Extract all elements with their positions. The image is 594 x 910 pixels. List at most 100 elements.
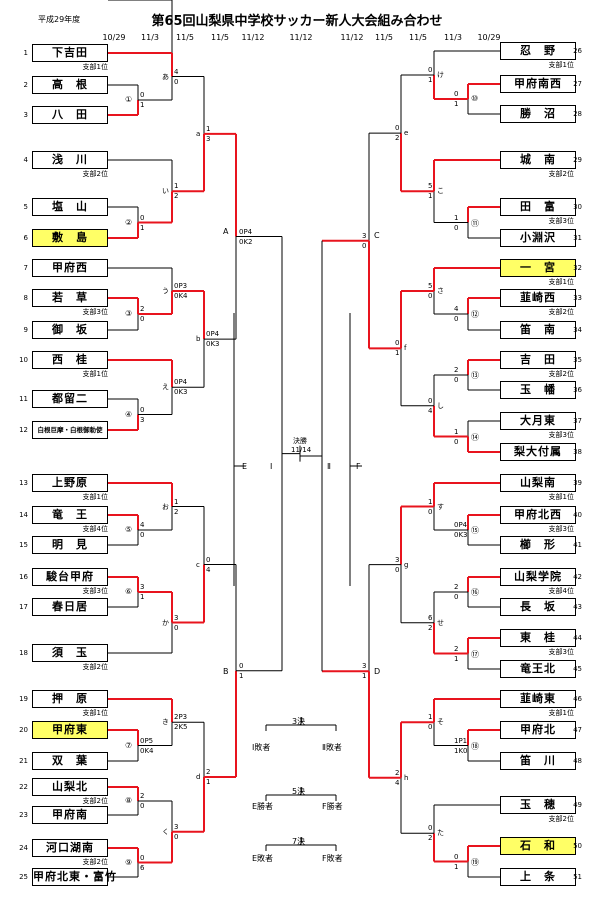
score: 1 — [174, 497, 179, 506]
team-number: 36 — [573, 386, 582, 394]
team-number: 30 — [573, 203, 582, 211]
match-number: ⑱ — [471, 741, 479, 751]
team-number: 46 — [573, 695, 582, 703]
team-box: 浅 川 — [32, 151, 108, 169]
score: 0 — [174, 832, 179, 841]
score: 0 — [428, 396, 433, 405]
team-number: 19 — [19, 695, 28, 703]
team-box: 櫛 形 — [500, 536, 576, 554]
round-letter: b — [196, 335, 201, 344]
team-number: 23 — [19, 811, 28, 819]
seed-label: 支部2位 — [548, 815, 574, 823]
score: 1 — [428, 497, 433, 506]
round-letter: く — [162, 827, 169, 836]
team-box: 笛 南 — [500, 321, 576, 339]
score: 6 — [428, 613, 433, 622]
seed-label: 支部4位 — [548, 587, 574, 595]
date-r4-right: 11/5 — [375, 33, 393, 42]
team-box: 吉 田 — [500, 351, 576, 369]
score: 0K2 — [239, 237, 253, 246]
score: 1 — [206, 778, 211, 786]
team-box: 甲府北西 — [500, 506, 576, 524]
date-r3-left: 11/5 — [176, 33, 194, 42]
match-number: ⑲ — [471, 857, 479, 867]
team-number: 37 — [573, 417, 582, 425]
seed-label: 支部3位 — [548, 525, 574, 533]
score: 0 — [454, 315, 459, 323]
score: 0 — [140, 91, 145, 99]
final-date: 11/14 — [291, 446, 312, 454]
round-letter: う — [162, 287, 169, 295]
team-box: 下吉田 — [32, 44, 108, 62]
round-letter: そ — [437, 718, 444, 727]
team-number: 45 — [573, 665, 582, 673]
score: 0 — [454, 223, 459, 232]
team-number: 29 — [573, 156, 582, 164]
team-box: 高 根 — [32, 76, 108, 94]
team-box: 西 桂 — [32, 351, 108, 369]
score: 0 — [140, 531, 145, 539]
team-box: 敷 島 — [32, 229, 108, 247]
seed-label: 支部1位 — [82, 63, 108, 71]
date-r5-right: 11/12 — [340, 33, 364, 42]
team-number: 16 — [19, 573, 28, 581]
seed-label: 支部2位 — [82, 663, 108, 671]
round-letter: g — [404, 560, 409, 569]
team-box: 城 南 — [500, 151, 576, 169]
team-number: 7 — [23, 264, 28, 272]
round-letter: い — [162, 187, 169, 196]
score: 0 — [140, 213, 145, 222]
team-number: 20 — [19, 726, 28, 734]
score: 0 — [395, 565, 400, 574]
team-number: 26 — [573, 47, 582, 55]
seed-label: 支部3位 — [82, 587, 108, 595]
team-number: 5 — [23, 203, 28, 211]
score: 2 — [395, 768, 400, 777]
seventh-place-label: 7決 — [292, 837, 306, 846]
team-number: 15 — [19, 541, 28, 549]
round-letter: さ — [437, 287, 444, 295]
score: 1 — [428, 192, 433, 201]
score: 0P5 — [140, 736, 154, 745]
round-letter: き — [162, 718, 169, 727]
team-number: 35 — [573, 356, 582, 364]
team-box: 梨大付属 — [500, 443, 576, 461]
score: 4 — [206, 565, 211, 574]
team-box: 須 玉 — [32, 644, 108, 662]
team-box: 御 坂 — [32, 321, 108, 339]
team-number: 42 — [573, 573, 582, 581]
team-box: 河口湖南 — [32, 839, 108, 857]
score: 3 — [174, 822, 179, 831]
score: 6 — [140, 863, 145, 872]
date-r5-left: 11/12 — [241, 33, 265, 42]
team-box: 玉 幡 — [500, 381, 576, 399]
team-number: 32 — [573, 264, 582, 272]
round-letter: た — [437, 829, 444, 838]
score: 0 — [428, 292, 433, 300]
team-box: 若 草 — [32, 289, 108, 307]
fifth-place-left: E勝者 — [252, 802, 274, 811]
score: 0 — [239, 661, 244, 670]
score: 1P1 — [454, 736, 468, 745]
score: 1 — [206, 124, 211, 133]
team-number: 51 — [573, 873, 582, 881]
team-number: 49 — [573, 801, 582, 809]
round-letter: h — [404, 773, 409, 782]
team-box: 勝 沼 — [500, 105, 576, 123]
team-number: 25 — [19, 873, 28, 881]
match-number: ⑤ — [125, 525, 133, 534]
seed-label: 支部1位 — [82, 493, 108, 501]
round-letter: あ — [162, 72, 169, 81]
score: 0P4 — [174, 378, 188, 387]
page-title: 第65回山梨県中学校サッカー新人大会組み合わせ — [151, 14, 443, 29]
block-label: F — [356, 462, 361, 471]
seed-label: 支部3位 — [548, 217, 574, 225]
team-number: 3 — [23, 111, 28, 119]
score: 4 — [395, 778, 400, 787]
round-letter: す — [437, 502, 444, 511]
match-number: ⑰ — [471, 649, 479, 659]
team-box: 甲府北東・富竹 — [32, 868, 116, 886]
score: 0 — [140, 802, 145, 810]
team-box: 白根巨摩・白根御勅使 — [32, 421, 108, 439]
